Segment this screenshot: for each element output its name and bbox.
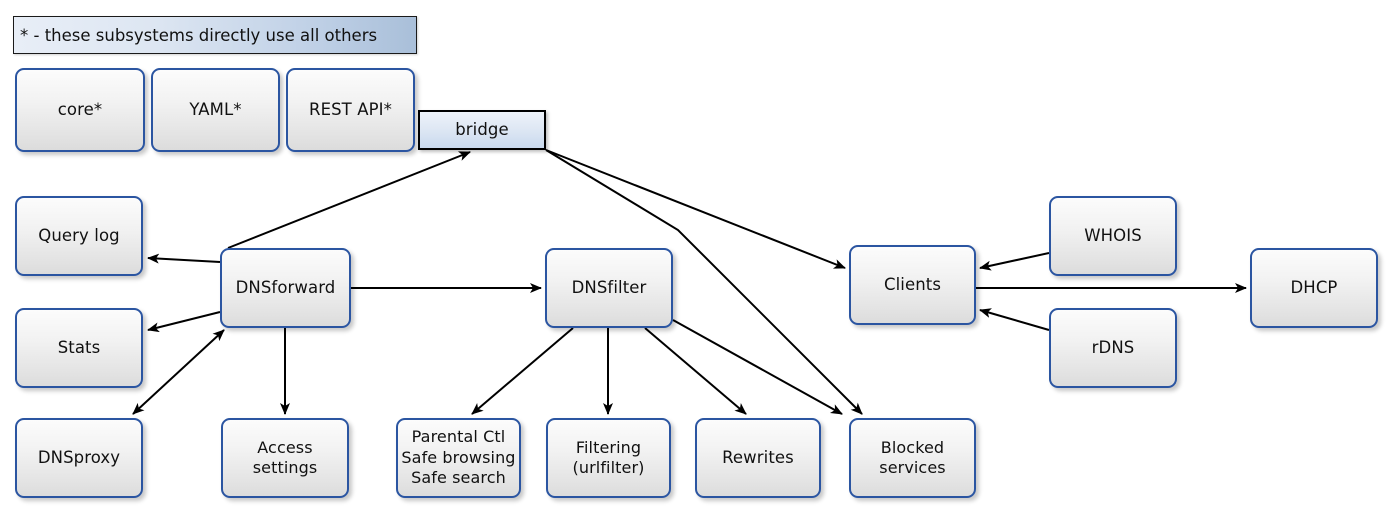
node-filtering-label: Filtering (urlfilter) [572,437,645,477]
node-stats-label: Stats [57,338,101,358]
node-core-label: core* [57,100,103,120]
edge-whois-clients [979,252,1050,271]
node-dnsfilter-label: DNSfilter [571,278,647,298]
edge-dnsforward-dnsproxy [132,329,225,415]
node-access-label: Access settings [252,437,318,477]
node-rdns-label: rDNS [1091,338,1135,358]
node-rewrites-label: Rewrites [722,448,794,468]
node-querylog[interactable]: Query log [15,196,143,276]
node-blocked[interactable]: Blocked services [849,418,976,498]
node-access[interactable]: Access settings [221,418,349,498]
node-clients-label: Clients [883,275,942,295]
node-querylog-label: Query log [38,226,120,246]
legend-note: * - these subsystems directly use all ot… [13,16,417,54]
node-dhcp[interactable]: DHCP [1250,248,1378,328]
node-bridge[interactable]: bridge [418,110,546,150]
node-filtering[interactable]: Filtering (urlfilter) [546,418,671,498]
node-parental[interactable]: Parental Ctl Safe browsing Safe search [396,418,521,498]
node-yaml[interactable]: YAML* [151,68,280,152]
edge-dnsforward-bridge [227,151,471,249]
node-restapi[interactable]: REST API* [286,68,415,152]
edge-dnsforward-stats [147,311,221,333]
node-dnsforward[interactable]: DNSforward [220,248,351,328]
node-whois-label: WHOIS [1084,226,1142,246]
node-parental-label: Parental Ctl Safe browsing Safe search [401,427,516,488]
node-clients[interactable]: Clients [849,245,976,325]
edge-dnsfilter-parental [471,327,574,415]
node-rdns[interactable]: rDNS [1049,308,1177,388]
edge-rdns-clients [979,308,1050,331]
node-blocked-label: Blocked services [879,437,946,477]
edge-dnsfilter-rewrites [644,327,747,415]
node-rewrites[interactable]: Rewrites [695,418,821,498]
node-yaml-label: YAML* [189,100,242,120]
node-bridge-label: bridge [455,120,509,140]
node-dnsproxy-label: DNSproxy [37,448,121,468]
node-dnsforward-label: DNSforward [235,278,336,298]
node-dnsfilter[interactable]: DNSfilter [545,248,673,328]
node-core[interactable]: core* [15,68,145,152]
legend-note-text: * - these subsystems directly use all ot… [20,25,378,45]
edge-dnsforward-querylog [147,253,221,264]
node-restapi-label: REST API* [309,100,392,120]
edge-dnsfilter-blocked [672,319,843,415]
node-dnsproxy[interactable]: DNSproxy [15,418,143,498]
node-dhcp-label: DHCP [1290,278,1338,298]
node-whois[interactable]: WHOIS [1049,196,1177,276]
node-stats[interactable]: Stats [15,308,143,388]
